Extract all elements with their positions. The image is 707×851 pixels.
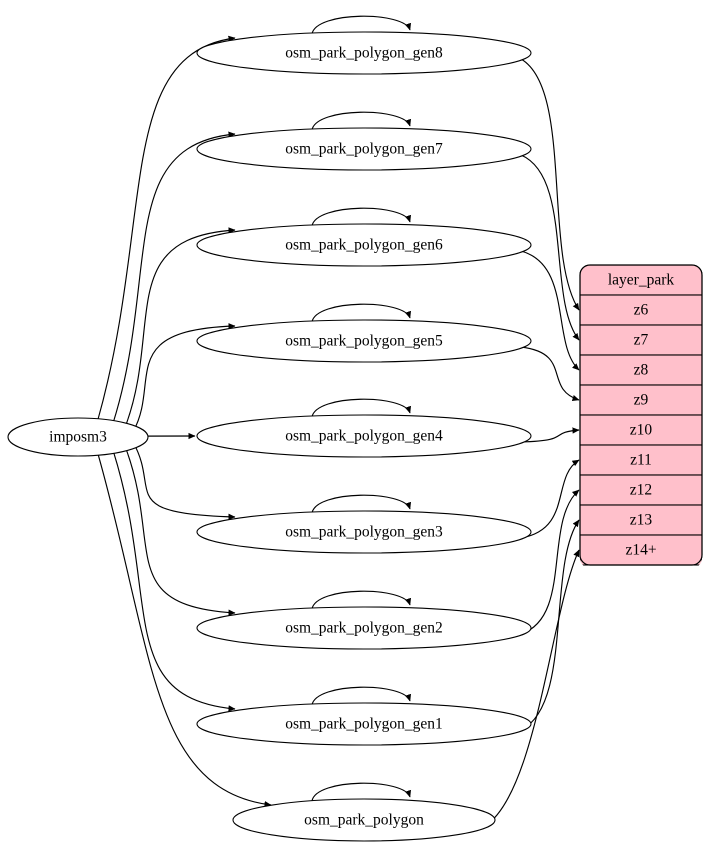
edge-imposm3-to-gen7	[112, 131, 236, 423]
node-ellipse	[196, 702, 532, 746]
table-outline	[579, 264, 703, 566]
layer-park-table: layer_park z6 z7 z8 z9 z10 z11 z12 z13 z14+	[579, 264, 703, 566]
node-gen1[interactable]: osm_park_polygon_gen1	[196, 702, 532, 746]
edge-base-to-z14+	[484, 549, 580, 827]
edge-imposm3-to-gen3	[132, 442, 236, 520]
self-loop-gen1	[311, 686, 411, 706]
node-ellipse	[196, 414, 532, 458]
node-base[interactable]: osm_park_polygon	[232, 798, 496, 842]
edges-to-layer-table	[484, 58, 580, 827]
table-row-label: z11	[630, 452, 652, 469]
node-gen3[interactable]: osm_park_polygon_gen3	[196, 510, 532, 554]
table-row-label: z6	[634, 302, 649, 319]
node-imposm3[interactable]: imposm3	[7, 417, 149, 457]
node-gen4[interactable]: osm_park_polygon_gen4	[196, 414, 532, 458]
table-row-label: z8	[634, 362, 649, 379]
edge-imposm3-to-gen2	[125, 447, 236, 616]
table-rows-clip: layer_park z6 z7 z8 z9 z10 z11 z12 z13 z14+	[580, 265, 702, 566]
edge-gen2-to-z12	[520, 489, 580, 635]
table-row-label: z7	[634, 332, 649, 349]
source-ellipse	[7, 417, 149, 457]
edge-gen5-to-z9	[520, 346, 580, 401]
node-label: osm_park_polygon_gen1	[285, 716, 443, 733]
table-row-z6[interactable]	[580, 294, 702, 326]
edge-imposm3-to-gen6	[124, 227, 236, 427]
table-header-label: layer_park	[608, 272, 675, 289]
node-ellipse	[196, 510, 532, 554]
table-row-label: z9	[634, 392, 649, 409]
edge-imposm3-to-gen5	[132, 323, 236, 432]
source-node-group: imposm3	[7, 417, 149, 457]
table-row-z13[interactable]	[580, 504, 702, 536]
ellipse-nodes: osm_park_polygon_gen8 osm_park_polygon_ge…	[196, 31, 532, 842]
node-label: osm_park_polygon_gen4	[285, 428, 443, 445]
self-loop-gen3	[311, 494, 411, 514]
node-label: osm_park_polygon_gen6	[285, 237, 443, 254]
self-loop-gen2	[311, 590, 411, 610]
node-ellipse	[232, 798, 496, 842]
table-row-z8[interactable]	[580, 354, 702, 386]
edge-gen7-to-z7	[520, 154, 580, 341]
table-row-label: z10	[630, 422, 653, 439]
self-loop-base	[311, 782, 411, 802]
table-row-label: z13	[630, 512, 653, 529]
self-loop-gen4	[311, 398, 411, 418]
node-label: osm_park_polygon_gen7	[285, 141, 443, 158]
node-gen7[interactable]: osm_park_polygon_gen7	[196, 127, 532, 171]
node-gen6[interactable]: osm_park_polygon_gen6	[196, 223, 532, 267]
self-loop-gen7	[311, 111, 411, 131]
self-loop-edges	[311, 15, 411, 802]
node-ellipse	[196, 223, 532, 267]
node-label: osm_park_polygon_gen5	[285, 333, 443, 350]
table-row-label: z12	[630, 482, 652, 499]
table-row-z10[interactable]	[580, 414, 702, 446]
node-ellipse	[196, 319, 532, 363]
node-label: osm_park_polygon_gen8	[285, 45, 443, 62]
table-row-z7[interactable]	[580, 324, 702, 356]
edge-imposm3-to-gen8	[97, 35, 236, 421]
edge-gen4-to-z10	[520, 427, 580, 443]
node-ellipse	[196, 31, 532, 75]
source-label: imposm3	[49, 429, 107, 446]
table-row-z11[interactable]	[580, 444, 702, 476]
self-loop-gen6	[311, 207, 411, 227]
edge-imposm3-to-base	[97, 453, 272, 808]
node-ellipse	[196, 127, 532, 171]
table-row-label: z14+	[625, 542, 656, 559]
node-label: osm_park_polygon_gen2	[285, 620, 443, 637]
self-loop-gen5	[311, 303, 411, 323]
edge-imposm3-to-gen1	[112, 451, 236, 712]
edges-from-imposm3	[97, 35, 272, 808]
node-gen2[interactable]: osm_park_polygon_gen2	[196, 606, 532, 650]
self-loop-gen8	[311, 15, 411, 35]
node-gen8[interactable]: osm_park_polygon_gen8	[196, 31, 532, 75]
edge-gen8-to-z6	[520, 58, 580, 311]
node-label: osm_park_polygon	[304, 812, 424, 829]
node-ellipse	[196, 606, 532, 650]
node-label: osm_park_polygon_gen3	[285, 524, 443, 541]
edge-gen6-to-z8	[520, 250, 580, 371]
edge-gen3-to-z11	[520, 459, 580, 539]
node-gen5[interactable]: osm_park_polygon_gen5	[196, 319, 532, 363]
